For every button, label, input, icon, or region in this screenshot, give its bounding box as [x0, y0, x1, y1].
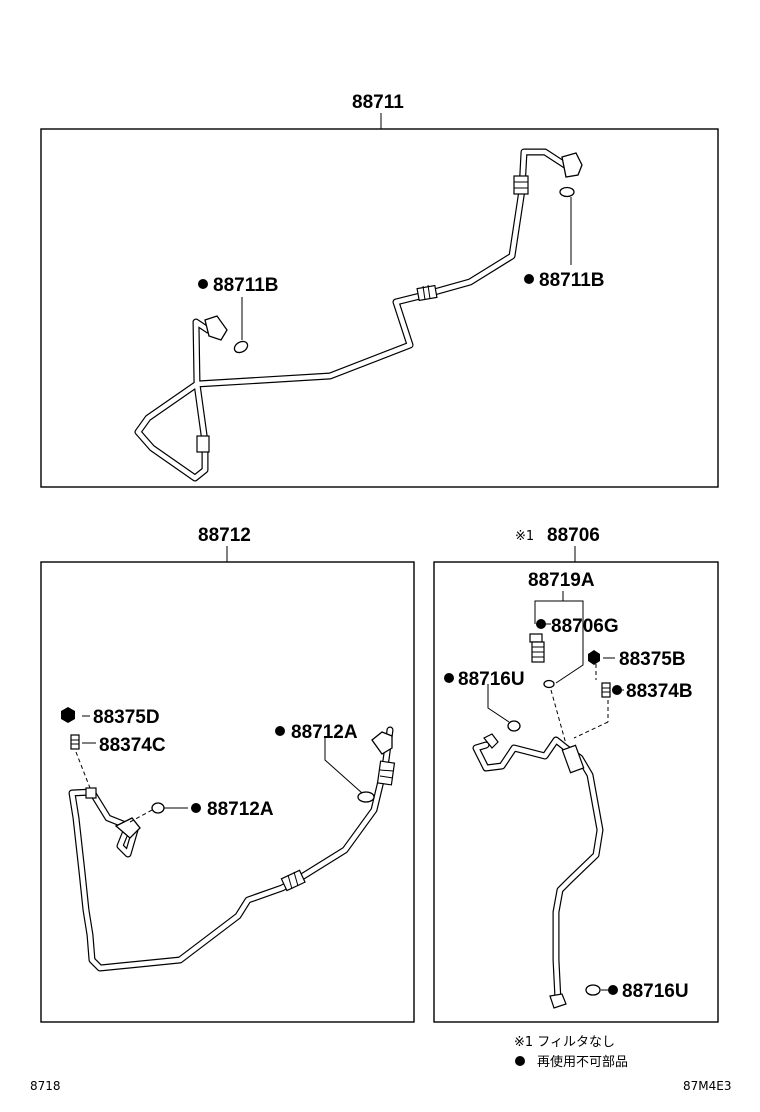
- panel-frame-top: [40, 128, 719, 488]
- non-reusable-dot-88711B-left: [198, 279, 208, 289]
- oring-switch[interactable]: [543, 679, 555, 689]
- footer-left-code: 8718: [30, 1079, 61, 1093]
- non-reusable-dot-88716U-lower: [608, 985, 618, 995]
- panel-frame-right: [433, 561, 719, 1023]
- non-reusable-dot-88716U-upper: [444, 673, 454, 683]
- note-mark-88706: ※1: [515, 529, 534, 544]
- valve-88374B[interactable]: [601, 682, 611, 698]
- non-reusable-dot-88374B: [612, 685, 622, 695]
- non-reusable-dot-88711B-right: [524, 274, 534, 284]
- oring-88712A-lower[interactable]: [151, 802, 165, 814]
- non-reusable-dot-88706G: [536, 619, 546, 629]
- footer-right-code: 87M4E3: [683, 1079, 731, 1093]
- pressure-switch-88706G[interactable]: [529, 633, 545, 663]
- legend-note-filter: ※1 フィルタなし: [514, 1035, 615, 1050]
- legend-note-non-reusable: 再使用不可部品: [537, 1054, 628, 1070]
- callout-88719A[interactable]: 88719A: [528, 570, 595, 591]
- hose-88706[interactable]: [472, 733, 604, 1009]
- callout-88374B[interactable]: 88374B: [626, 681, 693, 702]
- hose-88712[interactable]: [68, 726, 396, 972]
- nut-88375D[interactable]: [61, 707, 75, 723]
- non-reusable-dot-88712A-upper: [275, 726, 285, 736]
- callout-88716U-lower[interactable]: 88716U: [622, 981, 689, 1002]
- part-number-88706[interactable]: 88706: [547, 525, 600, 546]
- oring-88716U-lower[interactable]: [585, 984, 601, 996]
- legend: ※1 フィルタなし 再使用不可部品: [514, 1035, 628, 1070]
- legend-dot-icon: [515, 1056, 525, 1066]
- callout-88711B-left[interactable]: 88711B: [213, 275, 279, 296]
- oring-88711B-left[interactable]: [232, 339, 249, 355]
- callout-88712A-lower[interactable]: 88712A: [207, 799, 274, 820]
- nut-88375B[interactable]: [588, 650, 600, 665]
- panel-88711: 88711 88711B 88711B: [40, 92, 719, 488]
- panel-88712: 88712: [40, 525, 415, 1023]
- callout-88711B-right[interactable]: 88711B: [539, 270, 605, 291]
- hose-88711[interactable]: [134, 148, 583, 482]
- non-reusable-dot-88712A-lower: [191, 803, 201, 813]
- valve-88374C[interactable]: [70, 734, 80, 750]
- panel-frame-left: [40, 561, 415, 1023]
- panel-88706: ※1 88706: [433, 525, 719, 1023]
- callout-88706G[interactable]: 88706G: [551, 616, 619, 637]
- callout-88712A-upper[interactable]: 88712A: [291, 722, 358, 743]
- callout-88374C[interactable]: 88374C: [99, 735, 166, 756]
- callout-88375B[interactable]: 88375B: [619, 649, 686, 670]
- oring-88712A-upper[interactable]: [357, 791, 375, 803]
- part-number-88711[interactable]: 88711: [352, 92, 404, 113]
- oring-88711B-right[interactable]: [559, 186, 575, 198]
- oring-88716U-upper[interactable]: [507, 720, 521, 732]
- callout-88375D[interactable]: 88375D: [93, 707, 160, 728]
- callout-88716U-upper[interactable]: 88716U: [458, 669, 525, 690]
- part-number-88712[interactable]: 88712: [198, 525, 251, 546]
